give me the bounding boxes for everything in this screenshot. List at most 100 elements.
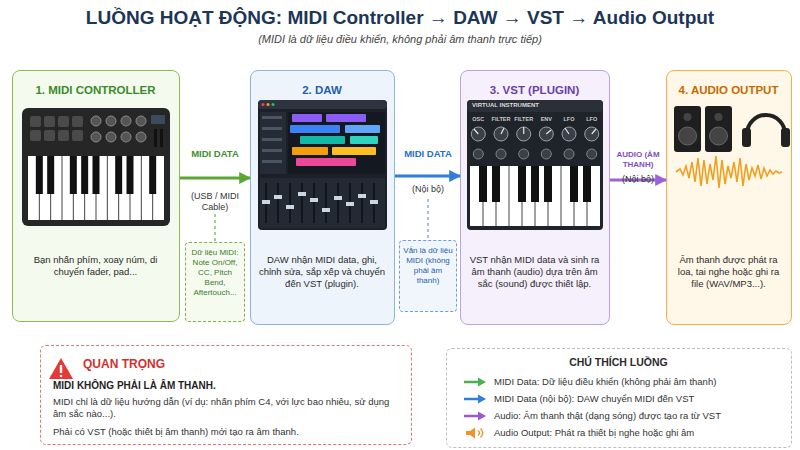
plugin-window-icon <box>562 127 576 141</box>
midi-keyboard-icon <box>149 156 156 194</box>
midi-keyboard-icon <box>44 116 55 127</box>
speaker-icon <box>715 113 723 121</box>
midi-keyboard-icon <box>30 116 41 127</box>
midi-keyboard-icon <box>151 115 165 124</box>
plugin-window-icon <box>564 149 574 159</box>
callout-leader <box>215 199 428 242</box>
midi-keyboard-icon <box>121 132 131 142</box>
daw-window-icon <box>334 196 342 200</box>
stage-title: 1. MIDI CONTROLLER <box>13 83 178 97</box>
plugin-window-icon <box>494 127 508 141</box>
daw-window-icon <box>298 192 306 196</box>
midi-keyboard-icon <box>115 156 122 194</box>
legend-speaker <box>466 428 475 439</box>
legend-arrow <box>478 395 486 404</box>
midi-keyboard-icon <box>30 130 41 141</box>
daw-window-icon <box>262 149 282 152</box>
legend-arrow <box>464 398 480 401</box>
note-body: MIDI chỉ là dữ liệu hướng dẫn (ví dụ: nh… <box>53 396 398 420</box>
midi-keyboard-icon <box>39 156 152 220</box>
daw-window-icon <box>322 208 330 212</box>
plugin-window-icon <box>517 127 531 141</box>
daw-window-icon <box>258 100 387 230</box>
daw-window-icon <box>332 147 376 155</box>
plugin-window-icon <box>492 166 500 202</box>
daw-window-icon <box>262 200 270 204</box>
callout-text: Vẫn là dữ liệu MIDI (không phải âm thanh… <box>402 246 454 286</box>
daw-window-icon <box>262 116 282 119</box>
midi-keyboard-icon <box>154 129 157 147</box>
waveform-icon <box>676 156 782 188</box>
warning-icon <box>60 375 63 378</box>
daw-window-icon <box>262 103 265 106</box>
midi-keyboard-icon <box>160 129 163 147</box>
speaker-icon <box>674 106 701 152</box>
speaker-icon <box>679 127 697 145</box>
plugin-window-icon <box>539 127 553 141</box>
stage-box: 3. VST (PLUGIN)VST nhận MIDI data và sin… <box>460 70 610 325</box>
plugin-window-icon <box>483 166 587 226</box>
midi-keyboard-icon <box>136 132 146 142</box>
connection-note: (USB / MIDI Cable) <box>183 191 247 214</box>
warning-icon <box>49 358 73 379</box>
daw-window-icon <box>260 112 286 174</box>
warning-icon <box>49 358 73 379</box>
stage-box: 1. MIDI CONTROLLERBạn nhấn phím, xoay nú… <box>12 70 180 322</box>
legend-arrow <box>478 378 486 387</box>
midi-keyboard-icon <box>136 116 146 126</box>
stage-title: 4. AUDIO OUTPUT <box>667 83 790 97</box>
plugin-window-icon <box>518 166 526 202</box>
stage-box: 2. DAWDAW nhận MIDI data, ghi, chỉnh sửa… <box>250 70 395 325</box>
midi-keyboard-icon <box>70 156 77 194</box>
plugin-window-icon <box>467 100 603 230</box>
daw-window-icon <box>258 100 387 109</box>
callout-text: Dữ liệu MIDI: Note On/Off, CC, Pitch Ben… <box>188 248 242 298</box>
edge-label: MIDI DATA <box>398 148 458 160</box>
note-box: QUAN TRỌNGMIDI KHÔNG PHẢI LÀ ÂM THANH.MI… <box>40 345 412 445</box>
plugin-window-icon <box>479 166 487 202</box>
stage-description: Âm thanh được phát ra loa, tai nghe hoặc… <box>673 254 784 290</box>
legend-arrow <box>464 415 480 418</box>
edge-label: MIDI DATA <box>183 148 247 160</box>
midi-keyboard-icon <box>72 116 83 127</box>
daw-window-icon <box>292 147 328 155</box>
legend-arrow <box>464 381 480 384</box>
headphones-icon <box>742 128 751 147</box>
midi-keyboard-icon <box>28 156 164 220</box>
legend-box: CHÚ THÍCH LUỒNG <box>446 348 792 448</box>
midi-keyboard-icon <box>22 108 170 226</box>
daw-window-icon <box>370 200 378 204</box>
flow-arrow <box>610 179 666 182</box>
daw-window-icon <box>300 136 345 144</box>
headphones-icon <box>742 115 790 147</box>
midi-keyboard-icon <box>72 130 83 141</box>
plugin-window-icon <box>474 127 596 134</box>
daw-window-icon <box>262 160 282 163</box>
warning-icon <box>60 365 62 373</box>
stage-description: DAW nhận MIDI data, ghi, chỉnh sửa, sắp … <box>257 254 387 290</box>
daw-window-icon <box>262 138 282 141</box>
midi-keyboard-icon <box>91 116 101 126</box>
daw-window-icon <box>358 194 366 198</box>
plugin-window-icon <box>531 166 539 202</box>
daw-window-icon <box>286 205 294 209</box>
midi-keyboard-icon <box>36 156 43 194</box>
daw-window-icon <box>345 125 380 133</box>
daw-window-icon <box>272 103 275 106</box>
plugin-window-icon <box>467 100 603 230</box>
midi-keyboard-icon <box>22 108 170 226</box>
note-heading: QUAN TRỌNG <box>83 357 283 372</box>
plugin-window-icon <box>467 100 603 112</box>
daw-window-icon <box>290 125 340 133</box>
callout-box: Vẫn là dữ liệu MIDI (không phải âm thanh… <box>399 240 457 312</box>
callout-leader <box>427 199 428 240</box>
headphones-icon <box>781 128 790 147</box>
midi-keyboard-icon <box>106 132 116 142</box>
daw-window-icon <box>310 198 318 202</box>
speaker-icon <box>684 113 692 121</box>
legend-title: CHÚ THÍCH LUỒNG <box>447 356 790 369</box>
callout-box: Dữ liệu MIDI: Note On/Off, CC, Pitch Ben… <box>185 242 245 322</box>
flow-arrow <box>180 177 250 180</box>
legend-arrow <box>478 412 486 421</box>
edge-label: AUDIO (ÂM THANH) <box>611 150 665 170</box>
